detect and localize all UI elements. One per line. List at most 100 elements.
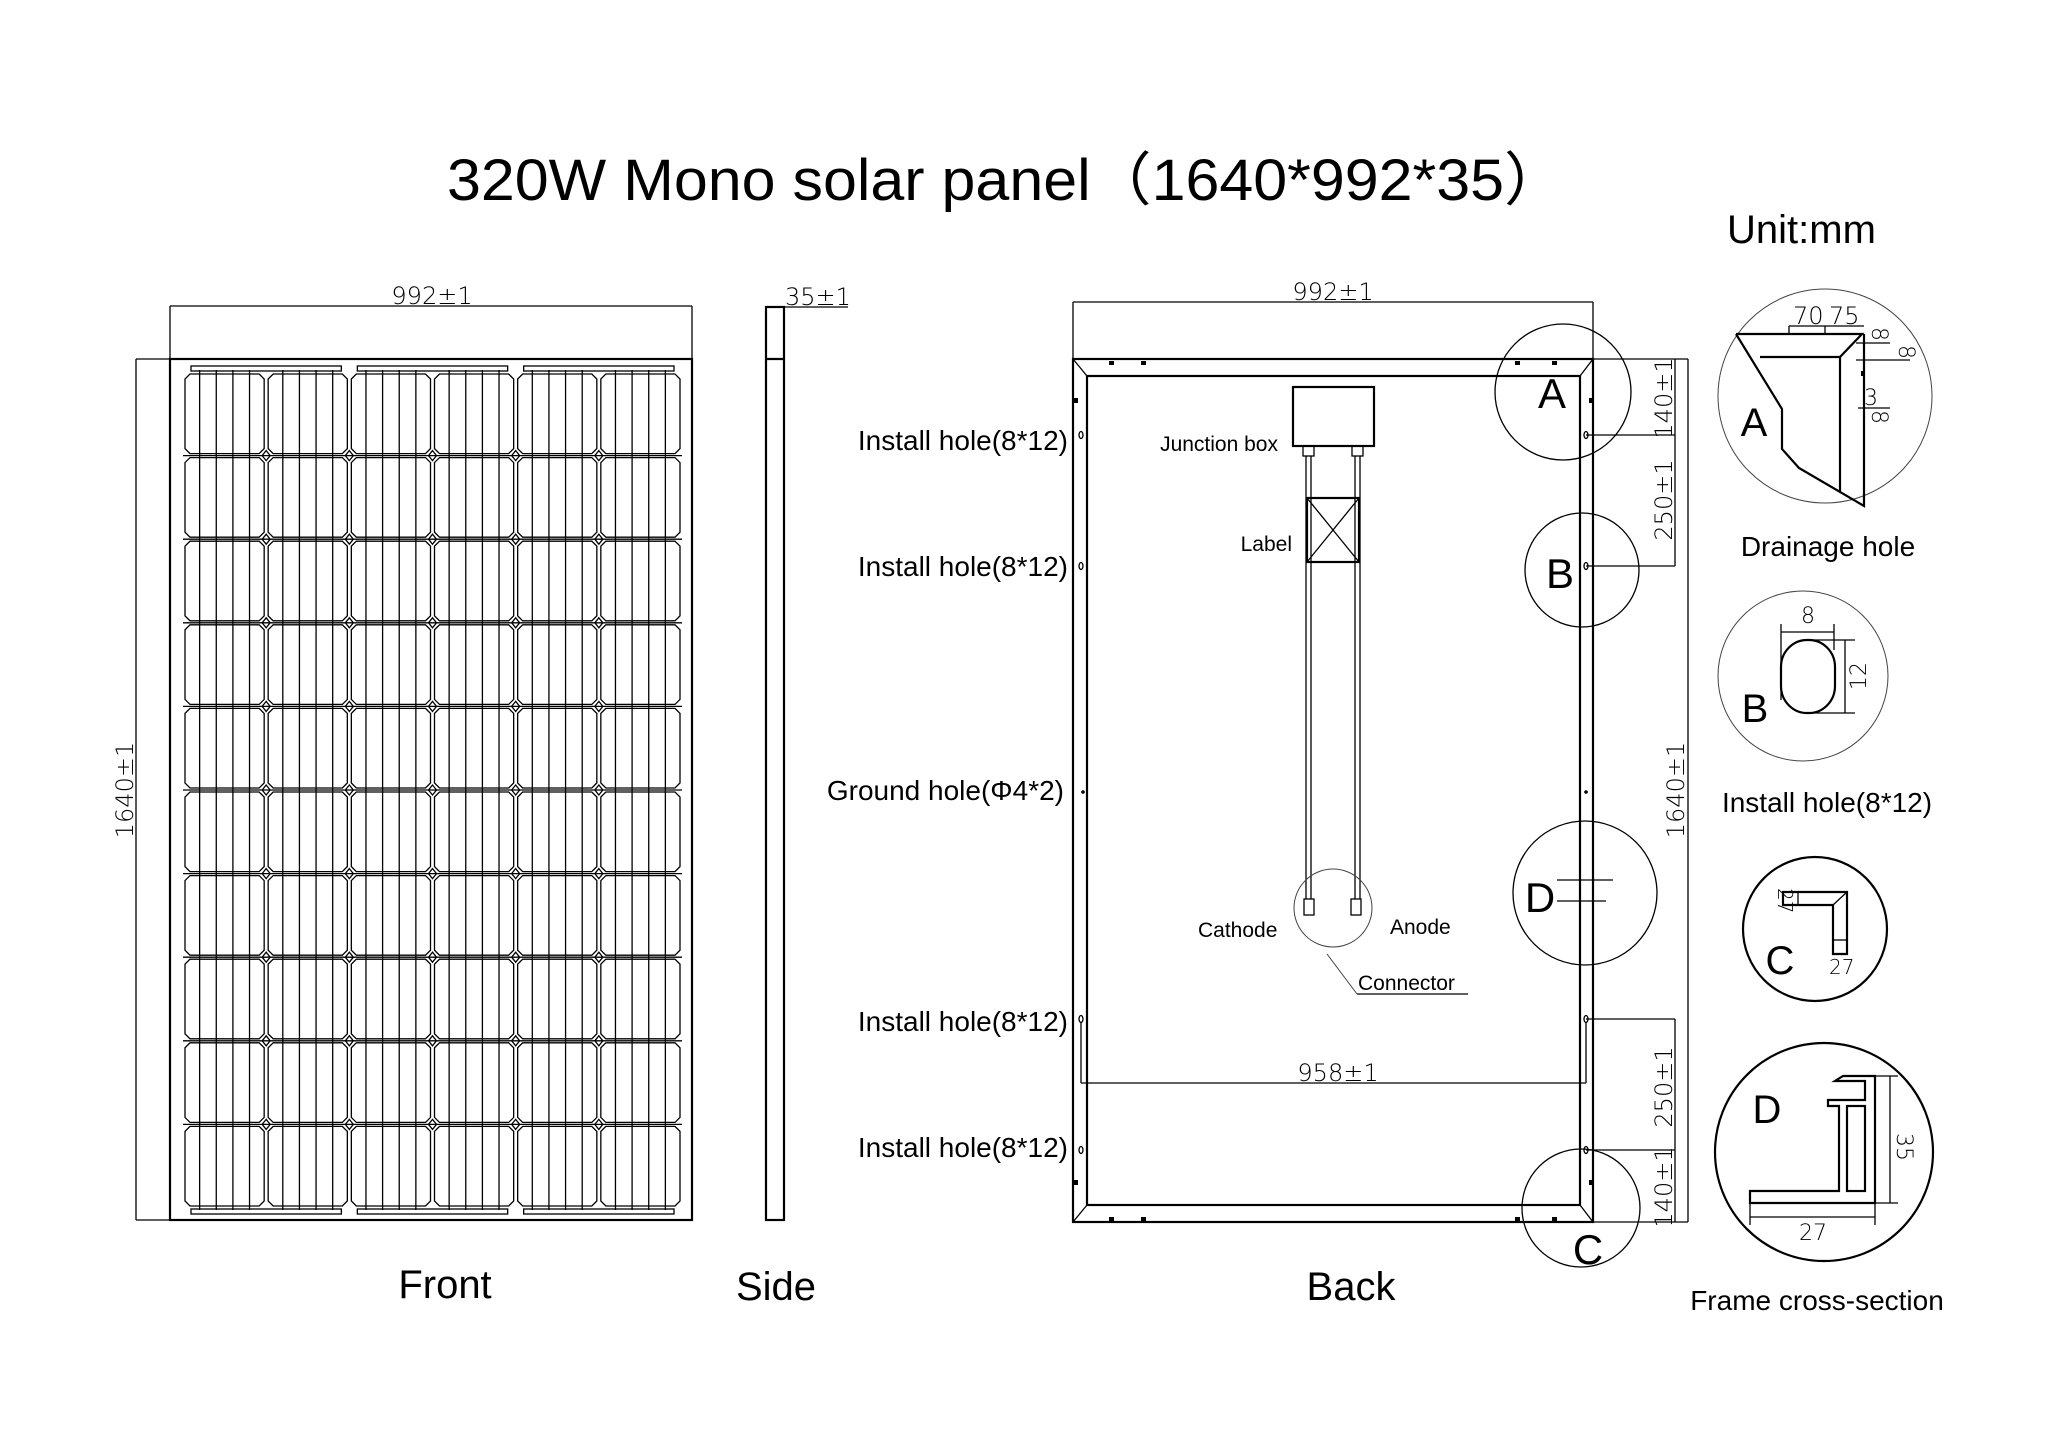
install-hole — [1078, 1145, 1084, 1155]
anode-label: Anode — [1390, 916, 1451, 939]
callout-circle-b — [1524, 512, 1640, 628]
junction-box-label: Junction box — [1160, 433, 1278, 456]
detail-a-dim-label: 8 — [1866, 327, 1891, 341]
cell-corner-marker — [261, 1034, 271, 1047]
bus-ribbon-bottom — [356, 1208, 509, 1215]
solar-cell — [184, 958, 265, 1040]
callout-letter-c: C — [1573, 1226, 1603, 1273]
junction-box-terminal — [1351, 445, 1364, 457]
cell-corner-marker — [344, 700, 355, 713]
cell-corner-marker — [427, 783, 438, 797]
back-view-label: Back — [1307, 1265, 1397, 1309]
inner-span-dim-label: 958±1 — [1297, 1059, 1378, 1087]
solar-cell — [184, 540, 265, 622]
bus-ribbon-top — [190, 365, 342, 372]
solar-cell — [350, 958, 432, 1040]
solar-cell — [267, 456, 348, 538]
cell-corner-marker — [594, 700, 604, 713]
solar-cell — [600, 624, 681, 706]
solar-cell — [350, 624, 432, 706]
cell-corner-marker — [510, 449, 521, 462]
detail-c: 27 27 C — [1741, 855, 1889, 1003]
bus-ribbon-bottom — [523, 1208, 675, 1215]
solar-cell — [517, 791, 598, 873]
detail-c-miter — [1832, 891, 1848, 906]
detail-d-height-label: 35 — [1891, 1133, 1916, 1161]
detail-d-circle — [1713, 1041, 1935, 1263]
cell-corner-marker — [344, 533, 355, 546]
solar-cell — [600, 791, 681, 873]
detail-d-letter: D — [1753, 1088, 1782, 1132]
detail-c-circle — [1741, 855, 1889, 1003]
detail-d-cavity — [1845, 1104, 1867, 1193]
cathode-label: Cathode — [1198, 919, 1277, 942]
solar-cell — [433, 1125, 515, 1207]
cell-corner-marker — [344, 449, 355, 462]
solar-cell — [267, 707, 348, 789]
label-cross — [1306, 497, 1360, 563]
ground-hole — [1584, 790, 1588, 794]
solar-cell — [517, 540, 598, 622]
cell-corner-marker — [427, 533, 438, 546]
label-plate-label: Label — [1241, 533, 1292, 556]
solar-cell — [184, 707, 265, 789]
callout-circle-a — [1494, 323, 1632, 461]
detail-a-frame-top — [1736, 332, 1865, 359]
solar-cell — [267, 958, 348, 1040]
solar-cell — [517, 1042, 598, 1124]
solar-cell — [433, 1042, 515, 1124]
callout-letter-d: D — [1525, 874, 1555, 921]
cell-corner-marker — [510, 951, 521, 964]
unit-label: Unit:mm — [1727, 208, 1876, 252]
solar-cell — [517, 456, 598, 538]
cell-corner-marker — [594, 1118, 604, 1131]
detail-a-dim-label: 70 — [1793, 302, 1824, 330]
front-view-label: Front — [398, 1263, 491, 1307]
anode-connector — [1350, 898, 1362, 916]
callout-circle-d — [1512, 820, 1658, 966]
detail-b: 8 12 B Install hole(8*12) — [1717, 590, 1932, 818]
solar-cell — [433, 707, 515, 789]
detail-b-letter: B — [1742, 687, 1769, 731]
cell-corner-marker — [261, 449, 271, 462]
solar-cell — [184, 373, 265, 455]
cell-corner-marker — [344, 783, 355, 797]
cell-corner-marker — [510, 1034, 521, 1047]
solar-cell — [267, 1042, 348, 1124]
front-view: 992±1 1640±1 Front — [111, 282, 694, 1307]
solar-cell — [517, 874, 598, 956]
front-cell-grid — [183, 365, 682, 1215]
solar-cell — [184, 456, 265, 538]
cell-corner-marker — [510, 1118, 521, 1131]
detail-d-width-label: 27 — [1799, 1221, 1827, 1246]
solar-cell — [433, 456, 515, 538]
install-hole — [1078, 561, 1084, 571]
cell-corner-marker — [344, 1034, 355, 1047]
solar-cell — [600, 958, 681, 1040]
solar-cell — [600, 874, 681, 956]
cell-corner-marker — [427, 867, 438, 880]
hole-label: Install hole(8*12) — [858, 551, 1068, 582]
solar-cell — [517, 707, 598, 789]
connector-callout-circle — [1293, 868, 1373, 948]
detail-d-caption: Frame cross-section — [1690, 1285, 1944, 1316]
solar-cell — [600, 707, 681, 789]
ground-hole — [1081, 790, 1085, 794]
callout-letter-b: B — [1546, 550, 1574, 597]
detail-b-circle — [1717, 590, 1889, 762]
cell-corner-marker — [261, 533, 271, 546]
back-frame-inner — [1085, 374, 1582, 1207]
cell-corner-marker — [261, 700, 271, 713]
solar-cell — [433, 373, 515, 455]
ground-hole-label: Ground hole(Φ4*2) — [827, 775, 1064, 806]
detail-a-dim-label: 8 — [1893, 345, 1918, 359]
cell-corner-marker — [594, 533, 604, 546]
cell-corner-marker — [510, 700, 521, 713]
detail-d: 27 35 D Frame cross-section — [1690, 1041, 1944, 1316]
cell-corner-marker — [427, 616, 438, 629]
solar-cell — [517, 958, 598, 1040]
cell-corner-marker — [427, 700, 438, 713]
cell-corner-marker — [510, 616, 521, 629]
solar-cell — [184, 791, 265, 873]
back-frame-miter — [1072, 358, 1088, 377]
